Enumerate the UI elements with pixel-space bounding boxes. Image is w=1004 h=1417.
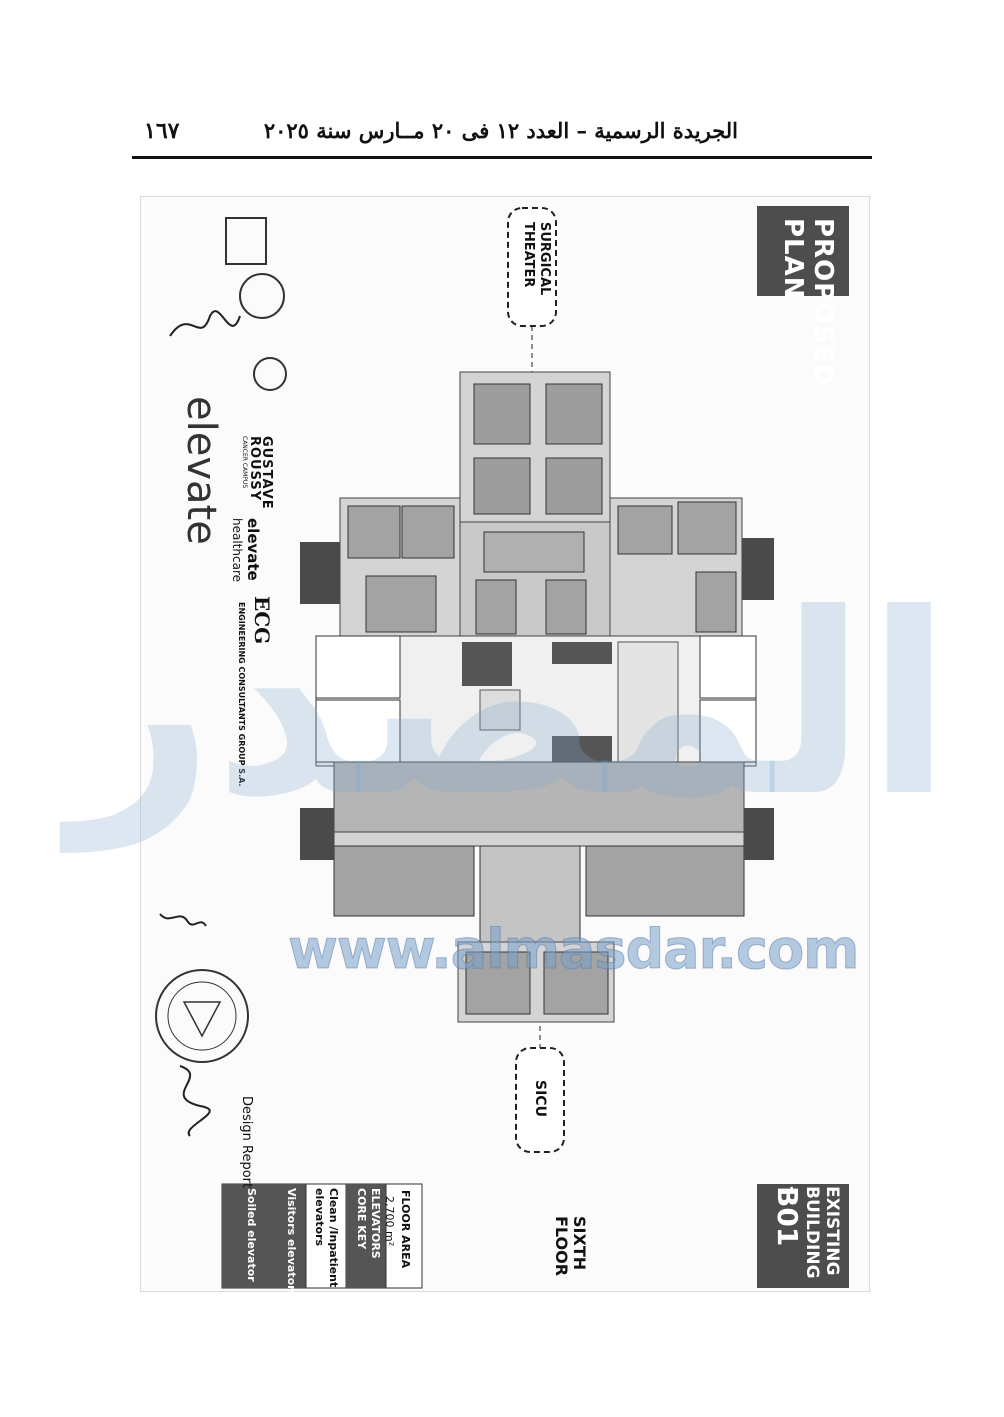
- watermark-brand: المصدر: [70, 560, 960, 851]
- page-number: ١٦٧: [144, 118, 180, 144]
- floor-area-value: 2,700 m²: [383, 1196, 396, 1247]
- elevate-logo: elevate: [178, 396, 224, 545]
- floor-plan-drawing: [140, 196, 870, 1292]
- floor-area-label: FLOOR AREA: [399, 1190, 412, 1269]
- visitors-elevators-label: Visitors elevators: [285, 1188, 298, 1298]
- floor-name-label: SIXTH FLOOR: [552, 1216, 589, 1277]
- plan-sheet: PROPOSED PLAN SURGICAL THEATER SICU EXIS…: [140, 196, 870, 1297]
- elevators-core-key-label: ELEVATORS CORE KEY: [355, 1188, 382, 1259]
- cancer-campus-text: CANCER CAMPUS: [241, 436, 248, 489]
- soiled-elevator-label: Soiled elevator: [245, 1188, 258, 1282]
- sicu-label: SICU: [532, 1080, 548, 1117]
- clean-elevators-label: Clean /Inpatient elevators: [313, 1188, 340, 1288]
- page-header: ١٦٧ الجريدة الرسمية – العدد ١٢ فى ٢٠ مــ…: [132, 112, 872, 159]
- gazette-title: الجريدة الرسمية – العدد ١٢ فى ٢٠ مــارس …: [263, 118, 738, 143]
- design-report-label: Design Report: [239, 1096, 254, 1189]
- watermark-site: www.almasdar.com: [287, 918, 859, 982]
- roussy-logo: ROUSSY: [247, 436, 262, 502]
- surgical-theater-label: SURGICAL THEATER: [521, 222, 552, 296]
- building-code-label: B01: [771, 1186, 804, 1247]
- proposed-plan-label: PROPOSED PLAN: [778, 218, 838, 387]
